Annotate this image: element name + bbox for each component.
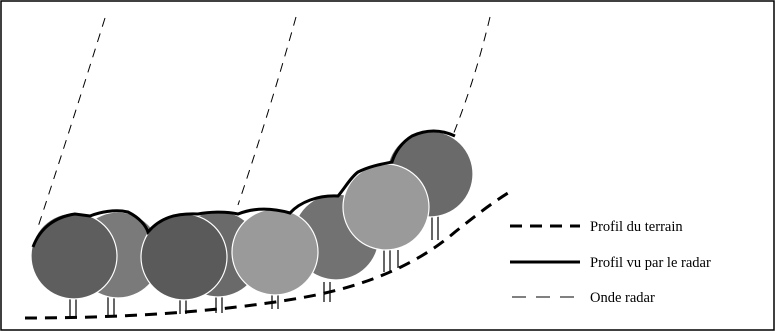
radar-wave-line xyxy=(36,17,106,231)
legend: Profil du terrain Profil vu par le radar… xyxy=(510,219,711,306)
tree-group xyxy=(30,130,474,318)
radar-wave-line xyxy=(452,16,491,136)
tree-trunks xyxy=(69,216,439,318)
tree-crown xyxy=(231,208,319,296)
radar-wave-lines xyxy=(36,16,491,231)
legend-terrain-label: Profil du terrain xyxy=(590,219,683,235)
tree-crown xyxy=(342,163,430,251)
legend-radar-wave-label: Onde radar xyxy=(590,290,655,306)
radar-profile-line xyxy=(31,129,456,248)
terrain-profile-line xyxy=(24,191,509,320)
radar-wave-line xyxy=(237,16,297,206)
legend-radar-profile-label: Profil vu par le radar xyxy=(590,255,711,271)
tree-crown xyxy=(30,212,118,300)
